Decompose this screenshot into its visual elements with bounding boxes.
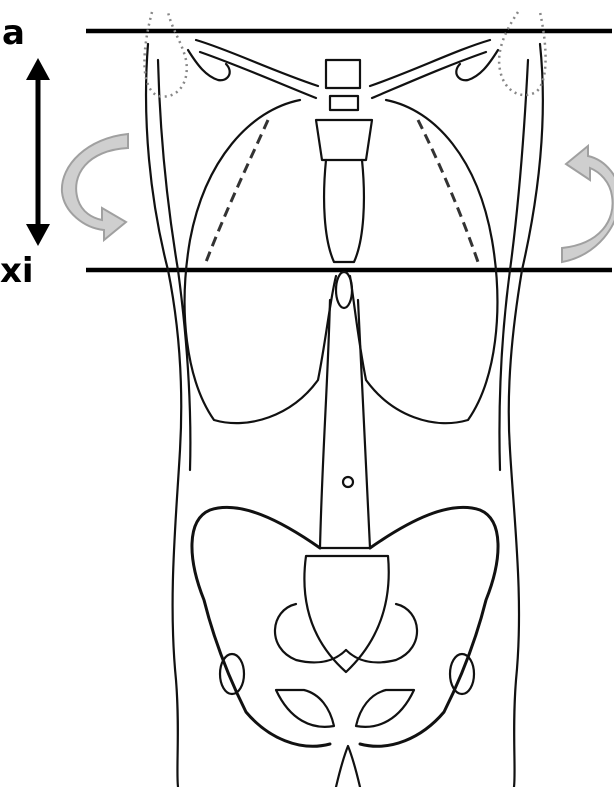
label-a: a bbox=[2, 13, 25, 53]
body-outline bbox=[146, 44, 543, 787]
rotation-arrow-left-icon bbox=[62, 134, 128, 240]
clavicles bbox=[188, 40, 498, 98]
rotation-arrow-right-icon bbox=[562, 146, 614, 262]
label-xi: xi bbox=[0, 251, 34, 291]
spine bbox=[320, 300, 370, 548]
double-headed-arrow-icon bbox=[26, 58, 50, 246]
pelvis bbox=[192, 507, 498, 787]
